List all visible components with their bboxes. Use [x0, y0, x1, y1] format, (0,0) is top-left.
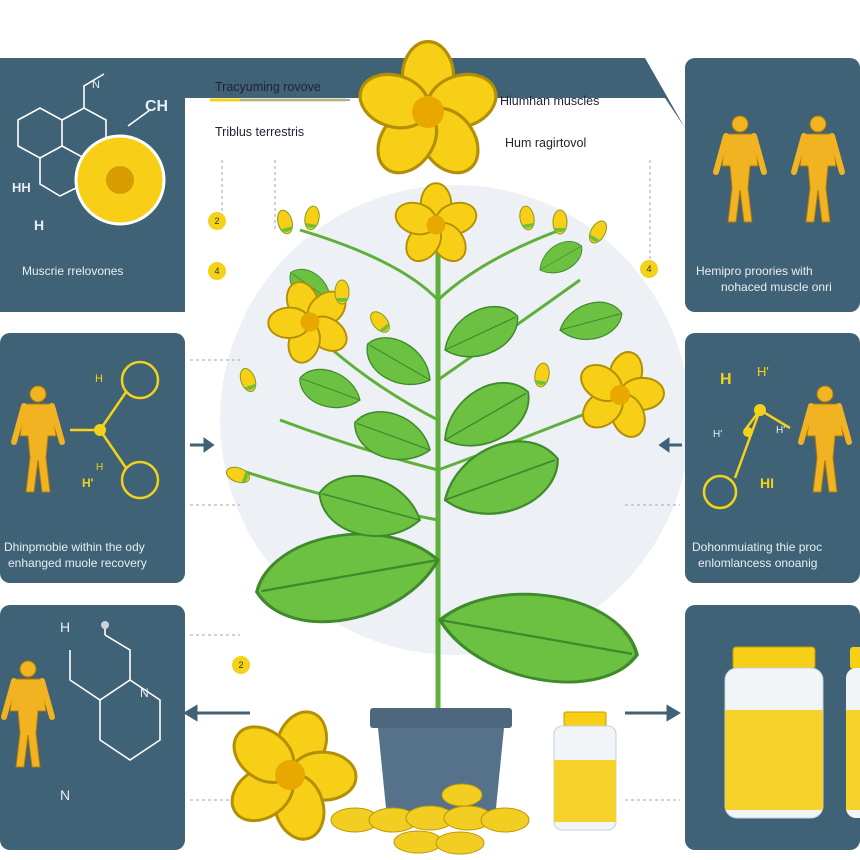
chem-label: N [92, 79, 100, 91]
chem-label: H' [757, 364, 769, 379]
chem-label: H [34, 217, 45, 233]
step-badge: 2 [208, 212, 226, 230]
chem-label: H [720, 371, 732, 388]
mid-right-caption-2: enlomlancess onoanig [698, 556, 818, 570]
plant-pot [370, 708, 512, 818]
bud [274, 208, 296, 236]
flower-bottom [199, 687, 381, 860]
header-right-line-2: Hum ragirtovol [505, 136, 587, 150]
bud [334, 279, 350, 305]
bud [552, 209, 568, 235]
step-badge: 4 [640, 260, 658, 278]
chem-label: H' [713, 429, 723, 440]
supplement-jar-partial-icon [846, 647, 860, 818]
supplement-capsules [330, 783, 530, 855]
chem-label: N [140, 686, 149, 700]
panel-mid-right [685, 333, 860, 583]
step-badge: 2 [232, 656, 250, 674]
bud [302, 204, 322, 232]
chem-label: HI [760, 475, 774, 491]
chem-label: H [96, 462, 104, 473]
chem-label: HH [12, 180, 31, 195]
supplement-bottle-icon [553, 711, 617, 831]
header-line-1: Tracyuming rovove [215, 80, 321, 94]
arrows [183, 437, 682, 722]
panel-bottom-left [0, 605, 185, 850]
chem-label: N [60, 787, 71, 803]
molecule-diagram-top-left [17, 73, 151, 197]
top-right-caption-1: Hemipro proories with [696, 264, 813, 278]
top-right-caption-2: nohaced muscle onri [721, 280, 832, 294]
dotted-connectors [190, 160, 680, 801]
chem-label: H' [82, 476, 94, 490]
chem-label: H [60, 619, 71, 635]
mid-right-caption-1: Dohonmuiating thie proc [692, 540, 823, 554]
top-left-caption: Muscrie rrelovones [22, 264, 124, 278]
supplement-jar-icon [724, 646, 824, 819]
mid-left-caption-1: Dhinpmobie within the ody [4, 540, 145, 554]
step-badge: 4 [208, 262, 226, 280]
tribulus-plant [223, 182, 678, 710]
header-line-2: Triblus terrestris [215, 125, 305, 139]
chem-label: CH [145, 98, 169, 115]
mid-left-caption-2: enhanged muole recovery [8, 556, 147, 570]
chem-label: H' [776, 425, 786, 436]
chem-label: H [95, 373, 103, 385]
header-right-line-1: Hiumhan muscles [500, 94, 600, 108]
